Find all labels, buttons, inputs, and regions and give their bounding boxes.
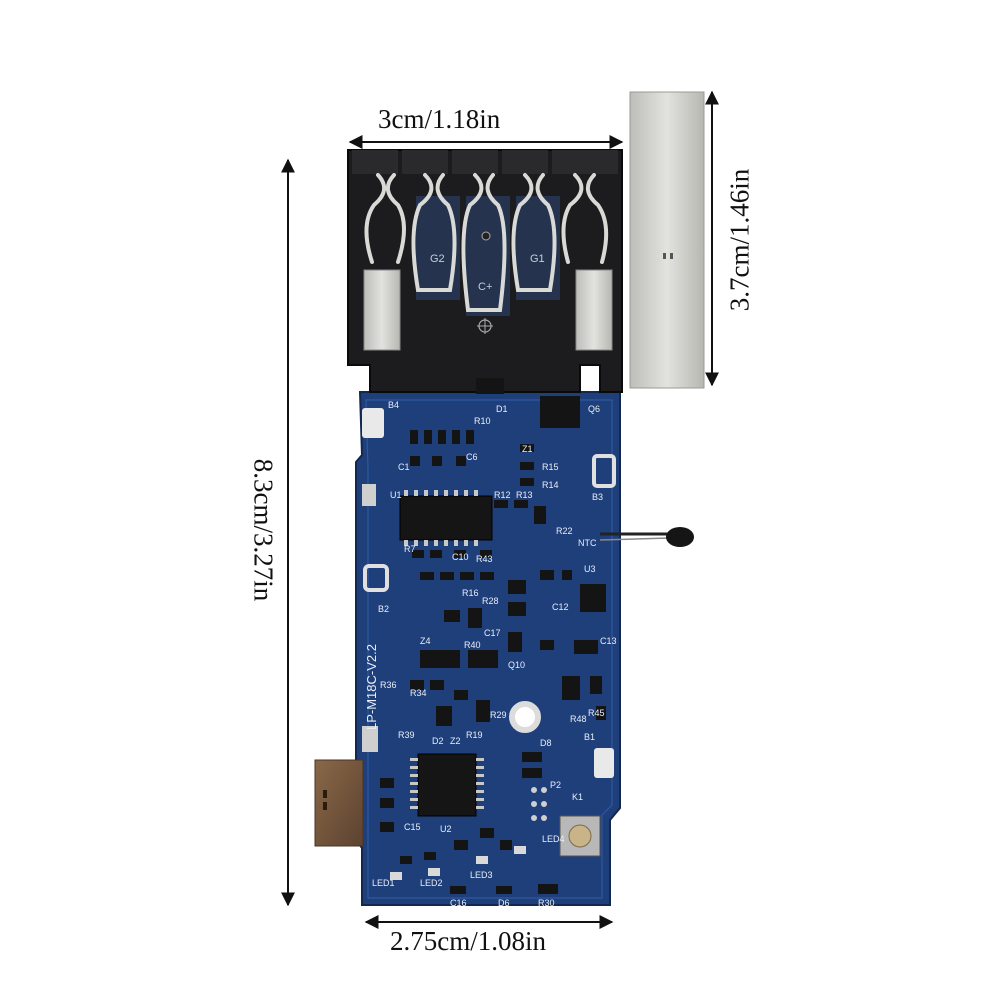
bottom-width-label: 2.75cm/1.08in [390, 926, 546, 956]
silk-b2: B2 [378, 604, 389, 614]
mosfet-q6 [540, 396, 580, 428]
silk-d6: D6 [498, 898, 510, 908]
silk-z2: Z2 [450, 736, 461, 746]
mounting-hole [509, 701, 541, 733]
silk-r19: R19 [466, 730, 483, 740]
silk-r36: R36 [380, 680, 397, 690]
silk-r40: R40 [464, 640, 481, 650]
silk-c1: C1 [398, 462, 410, 472]
silk-c16: C16 [450, 898, 467, 908]
silk-d1: D1 [496, 404, 508, 414]
silk-q10: Q10 [508, 660, 525, 670]
ic-u1 [399, 495, 493, 541]
silk-r30: R30 [538, 898, 555, 908]
left-height-label: 8.3cm/3.27in [248, 458, 279, 602]
silk-r34: R34 [410, 688, 427, 698]
silk-r48: R48 [570, 714, 587, 724]
silk-b1: B1 [584, 732, 595, 742]
connector-label-g1: G1 [530, 253, 545, 265]
silk-ntc: NTC [578, 538, 597, 548]
silk-b3: B3 [592, 492, 603, 502]
silk-led2: LED2 [420, 878, 443, 888]
silk-c15: C15 [404, 822, 421, 832]
silk-q6: Q6 [588, 404, 600, 414]
silk-u1: U1 [390, 490, 402, 500]
silk-r22: R22 [556, 526, 573, 536]
ic-u2 [417, 753, 477, 817]
silk-r29: R29 [490, 710, 507, 720]
board-model-label: LP-M18C-V2.2 [364, 644, 379, 730]
silk-led4: LED4 [542, 834, 565, 844]
silk-u3: U3 [584, 564, 596, 574]
silk-led3: LED3 [470, 870, 493, 880]
silk-z4: Z4 [420, 636, 431, 646]
silk-r39: R39 [398, 730, 415, 740]
top-width-label: 3cm/1.18in [378, 104, 501, 134]
silk-d2: D2 [432, 736, 444, 746]
silk-u2: U2 [440, 824, 452, 834]
silk-r13: R13 [516, 490, 533, 500]
silk-r15: R15 [542, 462, 559, 472]
silk-c10: C10 [452, 552, 469, 562]
connector-label-g2: G2 [430, 253, 445, 265]
silk-c13: C13 [600, 636, 617, 646]
silk-led1: LED1 [372, 878, 395, 888]
silk-r16: R16 [462, 588, 479, 598]
ntc-thermistor [666, 527, 694, 547]
silk-c12: C12 [552, 602, 569, 612]
silk-p2: P2 [550, 780, 561, 790]
silk-k1: K1 [572, 792, 583, 802]
silk-d8: D8 [540, 738, 552, 748]
silk-b4: B4 [388, 400, 399, 410]
nickel-strip [629, 91, 705, 389]
copper-tab [314, 759, 364, 847]
silk-r28: R28 [482, 596, 499, 606]
right-height-label: 3.7cm/1.46in [724, 168, 755, 312]
silk-r10: R10 [474, 416, 491, 426]
silk-r45: R45 [588, 708, 605, 718]
connector-label-cplus: C+ [478, 281, 492, 293]
silk-c17: C17 [484, 628, 501, 638]
silk-c6: C6 [466, 452, 478, 462]
silk-r7: R7 [404, 544, 416, 554]
silk-z1: Z1 [522, 444, 533, 454]
silk-r14: R14 [542, 480, 559, 490]
silk-r12: R12 [494, 490, 511, 500]
silk-r43: R43 [476, 554, 493, 564]
